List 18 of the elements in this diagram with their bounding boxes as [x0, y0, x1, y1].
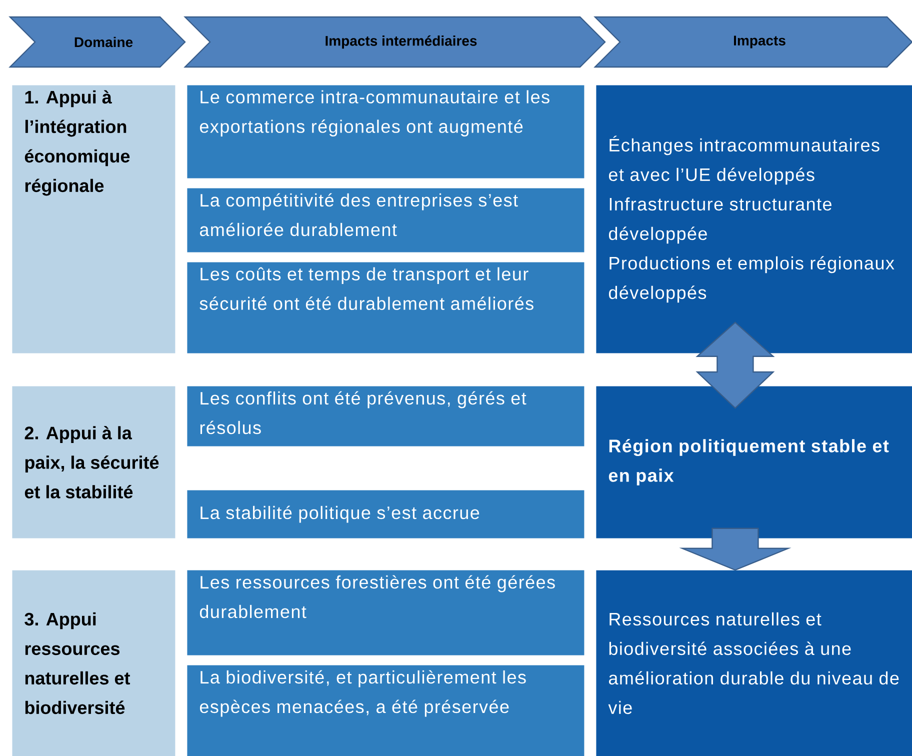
outcome-box: La biodiversité, et particulièrement les espèces menacées, a été préservée	[187, 665, 584, 756]
impact-box: Région politiquement stable et en paix	[596, 386, 912, 538]
impact-box: Échanges intracommunautaires et avec l’UE développés Infrastructure structurante développée Productions et emplois régionaux développés	[596, 85, 912, 354]
impact-box: Ressources naturelles et biodiversité associées à une amélioration durable du niveau de vie	[596, 570, 912, 756]
domain-box: 1. Appui à l’intégration économique régionale	[12, 85, 176, 354]
column-header: Domaine	[8, 16, 186, 68]
outcome-box: Les coûts et temps de transport et leur sécurité ont été durablement améliorés	[187, 262, 584, 354]
domain-box: 2. Appui à la paix, la sécurité et la stabilité	[12, 386, 176, 538]
outcome-box: La stabilité politique s’est accrue	[187, 490, 584, 538]
outcome-box: La compétitivité des entreprises s’est améliorée durablement	[187, 188, 584, 252]
block-arrow	[679, 528, 792, 571]
outcome-box: Le commerce intra-communautaire et les exportations régionales ont augmenté	[187, 85, 584, 178]
outcome-box: Les conflits ont été prévenus, gérés et résolus	[187, 386, 584, 446]
column-header: Impacts	[594, 16, 912, 68]
domain-box: 3. Appui ressources naturelles et biodiversité	[12, 570, 176, 756]
outcome-box: Les ressources forestières ont été gérées durablement	[187, 570, 584, 656]
column-header: Impacts intermédiaires	[184, 16, 606, 68]
block-arrow	[696, 322, 775, 409]
